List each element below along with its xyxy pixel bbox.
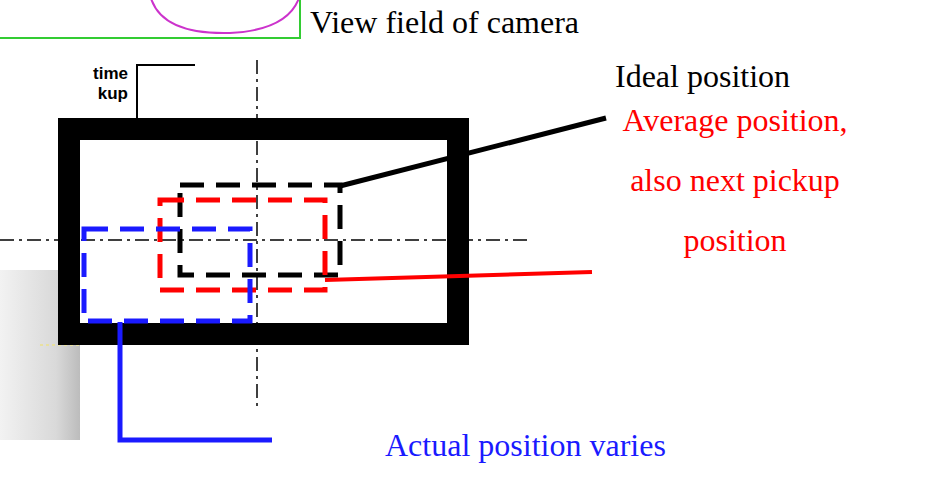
- frame-label: View field of camera: [310, 2, 579, 42]
- actual-label: Actual position varies: [385, 425, 666, 465]
- average-label: Average position, also next pickup posit…: [595, 90, 875, 270]
- ideal-label: Ideal position: [615, 56, 790, 96]
- center-axis: [0, 239, 530, 241]
- camera-view-frame: [69, 129, 458, 334]
- cropped-ellipse: [150, 0, 300, 33]
- leader-line: [120, 322, 272, 440]
- cropped-green-box: [0, 0, 300, 38]
- center-axis: [256, 60, 258, 410]
- actual-outline: [84, 229, 250, 321]
- leader-line: [325, 272, 592, 280]
- leader-line: [340, 118, 606, 186]
- cropped-label: kup: [98, 84, 128, 104]
- average-outline: [160, 200, 325, 290]
- leader-line: [137, 65, 195, 118]
- cropped-label: time: [93, 64, 128, 84]
